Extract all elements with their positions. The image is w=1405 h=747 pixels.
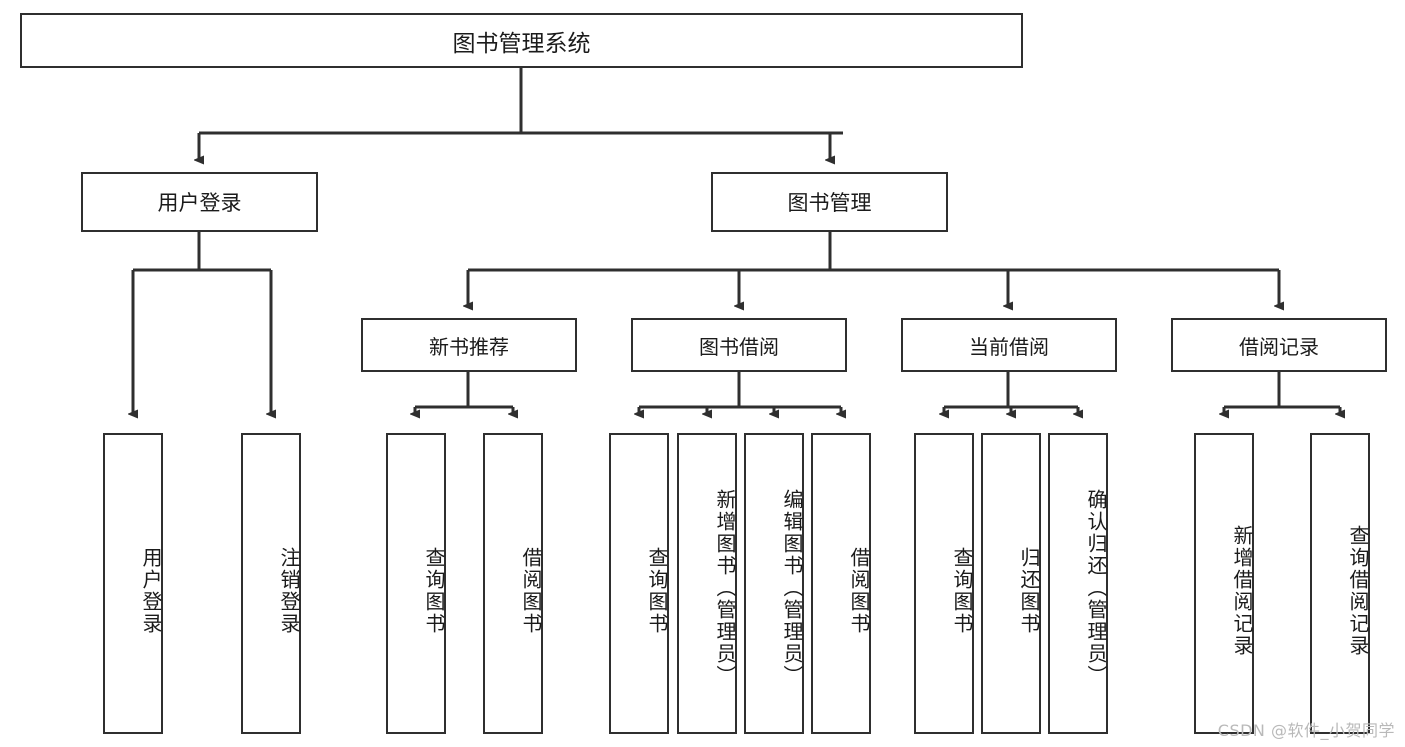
leaf-borrow-add-book-admin[interactable]: 新增图书（管理员） xyxy=(677,433,737,734)
leaf-current-return-book[interactable]: 归还图书 xyxy=(981,433,1041,734)
leaf-current-confirm-return-admin[interactable]: 确认归还（管理员） xyxy=(1048,433,1108,734)
leaf-current-query-book[interactable]: 查询图书 xyxy=(914,433,974,734)
leaf-record-query-record[interactable]: 查询借阅记录 xyxy=(1310,433,1370,734)
node-user-login[interactable]: 用户登录 xyxy=(81,172,318,232)
node-new-book-recommend[interactable]: 新书推荐 xyxy=(361,318,577,372)
watermark: CSDN @软件_小贺同学 xyxy=(1217,721,1395,740)
leaf-borrow-edit-book-admin[interactable]: 编辑图书（管理员） xyxy=(744,433,804,734)
node-book-borrow[interactable]: 图书借阅 xyxy=(631,318,847,372)
node-root-system[interactable]: 图书管理系统 xyxy=(20,13,1023,68)
leaf-user-login-signout[interactable]: 注销登录 xyxy=(241,433,301,734)
leaf-recommend-query-book[interactable]: 查询图书 xyxy=(386,433,446,734)
node-current-borrow[interactable]: 当前借阅 xyxy=(901,318,1117,372)
leaf-recommend-borrow-book[interactable]: 借阅图书 xyxy=(483,433,543,734)
leaf-borrow-borrow-book[interactable]: 借阅图书 xyxy=(811,433,871,734)
node-book-management[interactable]: 图书管理 xyxy=(711,172,948,232)
leaf-record-add-record[interactable]: 新增借阅记录 xyxy=(1194,433,1254,734)
leaf-borrow-query-book[interactable]: 查询图书 xyxy=(609,433,669,734)
node-borrow-record[interactable]: 借阅记录 xyxy=(1171,318,1387,372)
leaf-user-login-signin[interactable]: 用户登录 xyxy=(103,433,163,734)
